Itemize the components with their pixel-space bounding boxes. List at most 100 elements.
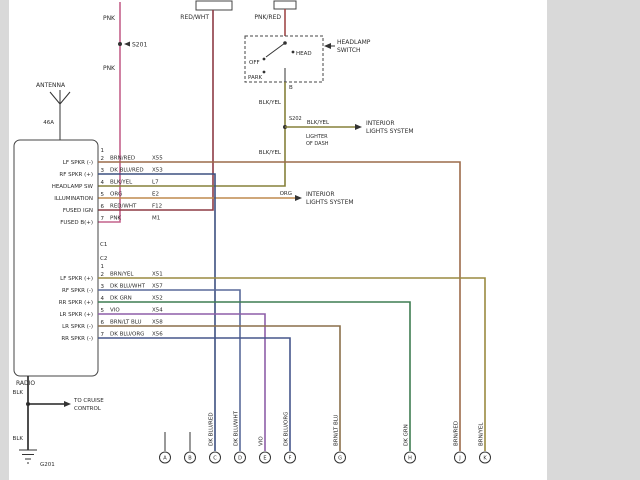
c2-function: LR SPKR (+): [59, 312, 93, 318]
c1-wire-name: RED/WHT: [110, 204, 137, 210]
switch-pos-head: HEAD: [296, 51, 312, 57]
c1-connector-label: C1: [100, 242, 107, 248]
wire-red-wht: [98, 10, 214, 211]
headlamp-switch-box: [244, 35, 324, 83]
left-gray-band: [0, 0, 9, 480]
cruise-note-line1: TO CRUISE: [73, 398, 104, 404]
c2-pin: 7: [101, 332, 105, 338]
bottom-connector-letter: B: [188, 456, 192, 462]
bottom-wire-label: DK GRN: [404, 424, 410, 446]
c2-wire-name: DK GRN: [110, 296, 132, 302]
radio-connector-box: [13, 139, 99, 377]
bottom-wire-label: DK BLU/WHT: [234, 410, 240, 446]
wire-vio: [98, 313, 266, 451]
c2-wire-name: BRN/LT BLU: [110, 320, 142, 326]
switch-contact-head: [291, 50, 295, 54]
splice-s201-label: S201: [132, 42, 147, 49]
c2-function: LR SPKR (-): [62, 324, 93, 330]
bottom-wire-label: BRN/YEL: [479, 422, 485, 446]
wire-dk-blu-red: [98, 173, 216, 451]
antenna-label: ANTENNA: [36, 82, 66, 89]
c1-wire-name: PNK: [110, 216, 121, 222]
bottom-connector: [259, 451, 271, 464]
c2-wire-code: X51: [152, 272, 163, 278]
c2-pin: 6: [101, 320, 105, 326]
bottom-connector-letter: D: [238, 456, 242, 462]
c2-function: LF SPKR (+): [60, 276, 93, 282]
pnk-label-top: PNK: [103, 15, 116, 22]
c2-wire-code: X57: [152, 284, 163, 290]
c1-pin: 1: [101, 148, 105, 154]
c2-connector-label: C2: [100, 256, 107, 262]
antenna-code: 46A: [43, 120, 54, 126]
bottom-connector-letter: H: [408, 456, 412, 462]
bottom-wire-label: VIO: [259, 436, 265, 446]
blk-yel-label-branch: BLK/YEL: [307, 120, 330, 126]
c1-pin: 6: [101, 204, 105, 210]
c2-pin: 4: [101, 296, 105, 302]
bottom-connector-letter: J: [458, 456, 460, 462]
red-wht-label: RED/WHT: [180, 14, 209, 21]
interior-lights-arrow-2: [295, 195, 302, 201]
c1-wire-name: DK BLU/RED: [110, 168, 144, 174]
switch-pin-b: B: [289, 85, 293, 91]
blk-label-1: BLK: [13, 390, 24, 396]
antenna-symbol-right: [59, 91, 71, 105]
bottom-connector: [334, 451, 346, 464]
bottom-connector-letter: E: [263, 456, 266, 462]
antenna-symbol-left: [49, 91, 61, 105]
headlamp-label-arrow: [324, 43, 331, 49]
bottom-connector: [159, 451, 171, 464]
c2-function: RR SPKR (+): [59, 300, 93, 306]
switch-pos-off: OFF: [249, 60, 260, 66]
switch-contact-off: [262, 57, 266, 61]
blk-label-2: BLK: [13, 436, 24, 442]
wire-dk-blu-wht: [98, 289, 241, 451]
interior-lights-arrow-1: [355, 124, 362, 130]
c2-wire-name: DK BLU/WHT: [110, 284, 146, 290]
c1-function: HEADLAMP SW: [52, 184, 94, 190]
bottom-connector: [184, 451, 196, 464]
bottom-connector: [284, 451, 296, 464]
interior-lights-2-line2: LIGHTS SYSTEM: [306, 199, 354, 206]
c2-pin: 3: [101, 284, 105, 290]
pnk-label-lower: PNK: [103, 65, 116, 72]
wire-dk-grn: [98, 301, 411, 451]
c2-wire-code: X52: [152, 296, 163, 302]
c2-wire-code: X54: [152, 308, 163, 314]
c2-wire-name: BRN/YEL: [110, 272, 134, 278]
c1-wire-name: BRN/RED: [110, 156, 135, 162]
c1-wire-code: X53: [152, 168, 163, 174]
bottom-connector-letter: F: [289, 456, 292, 462]
c1-wire-code: M1: [152, 216, 160, 222]
c1-pin: 2: [101, 156, 105, 162]
c2-function: RR SPKR (-): [61, 336, 93, 342]
c2-wire-code: X56: [152, 332, 163, 338]
c1-wire-code: E2: [152, 192, 159, 198]
c1-wire-code: L7: [152, 180, 159, 186]
wire-brn-yel: [98, 277, 486, 451]
cruise-arrow: [64, 401, 71, 407]
pnk-red-label: PNK/RED: [254, 14, 281, 21]
bottom-connector-letter: K: [483, 456, 487, 462]
radio-label: RADIO: [16, 380, 35, 387]
c1-pin: 4: [101, 180, 105, 186]
interior-lights-2-line1: INTERIOR: [306, 191, 335, 198]
c1-wire-name: ORG: [110, 192, 122, 198]
top-connector-stub: [195, 0, 233, 11]
interior-lights-1-line2: LIGHTS SYSTEM: [366, 128, 414, 135]
bottom-connector-letter: C: [213, 456, 217, 462]
c2-function: RF SPKR (-): [62, 288, 93, 294]
bottom-connector: [234, 451, 246, 464]
c2-wire-name: DK BLU/ORG: [110, 332, 144, 338]
c1-wire-code: F12: [152, 204, 162, 210]
bottom-connector: [454, 451, 466, 464]
bottom-wire-label: DK BLU/ORG: [284, 412, 290, 446]
blk-yel-label-1: BLK/YEL: [259, 100, 282, 106]
top-connector-stub-2: [273, 0, 297, 10]
wire-dk-blu-org: [98, 337, 291, 451]
cruise-note-line2: CONTROL: [74, 406, 102, 412]
c1-pin: 5: [101, 192, 105, 198]
c2-wire-code: X58: [152, 320, 163, 326]
